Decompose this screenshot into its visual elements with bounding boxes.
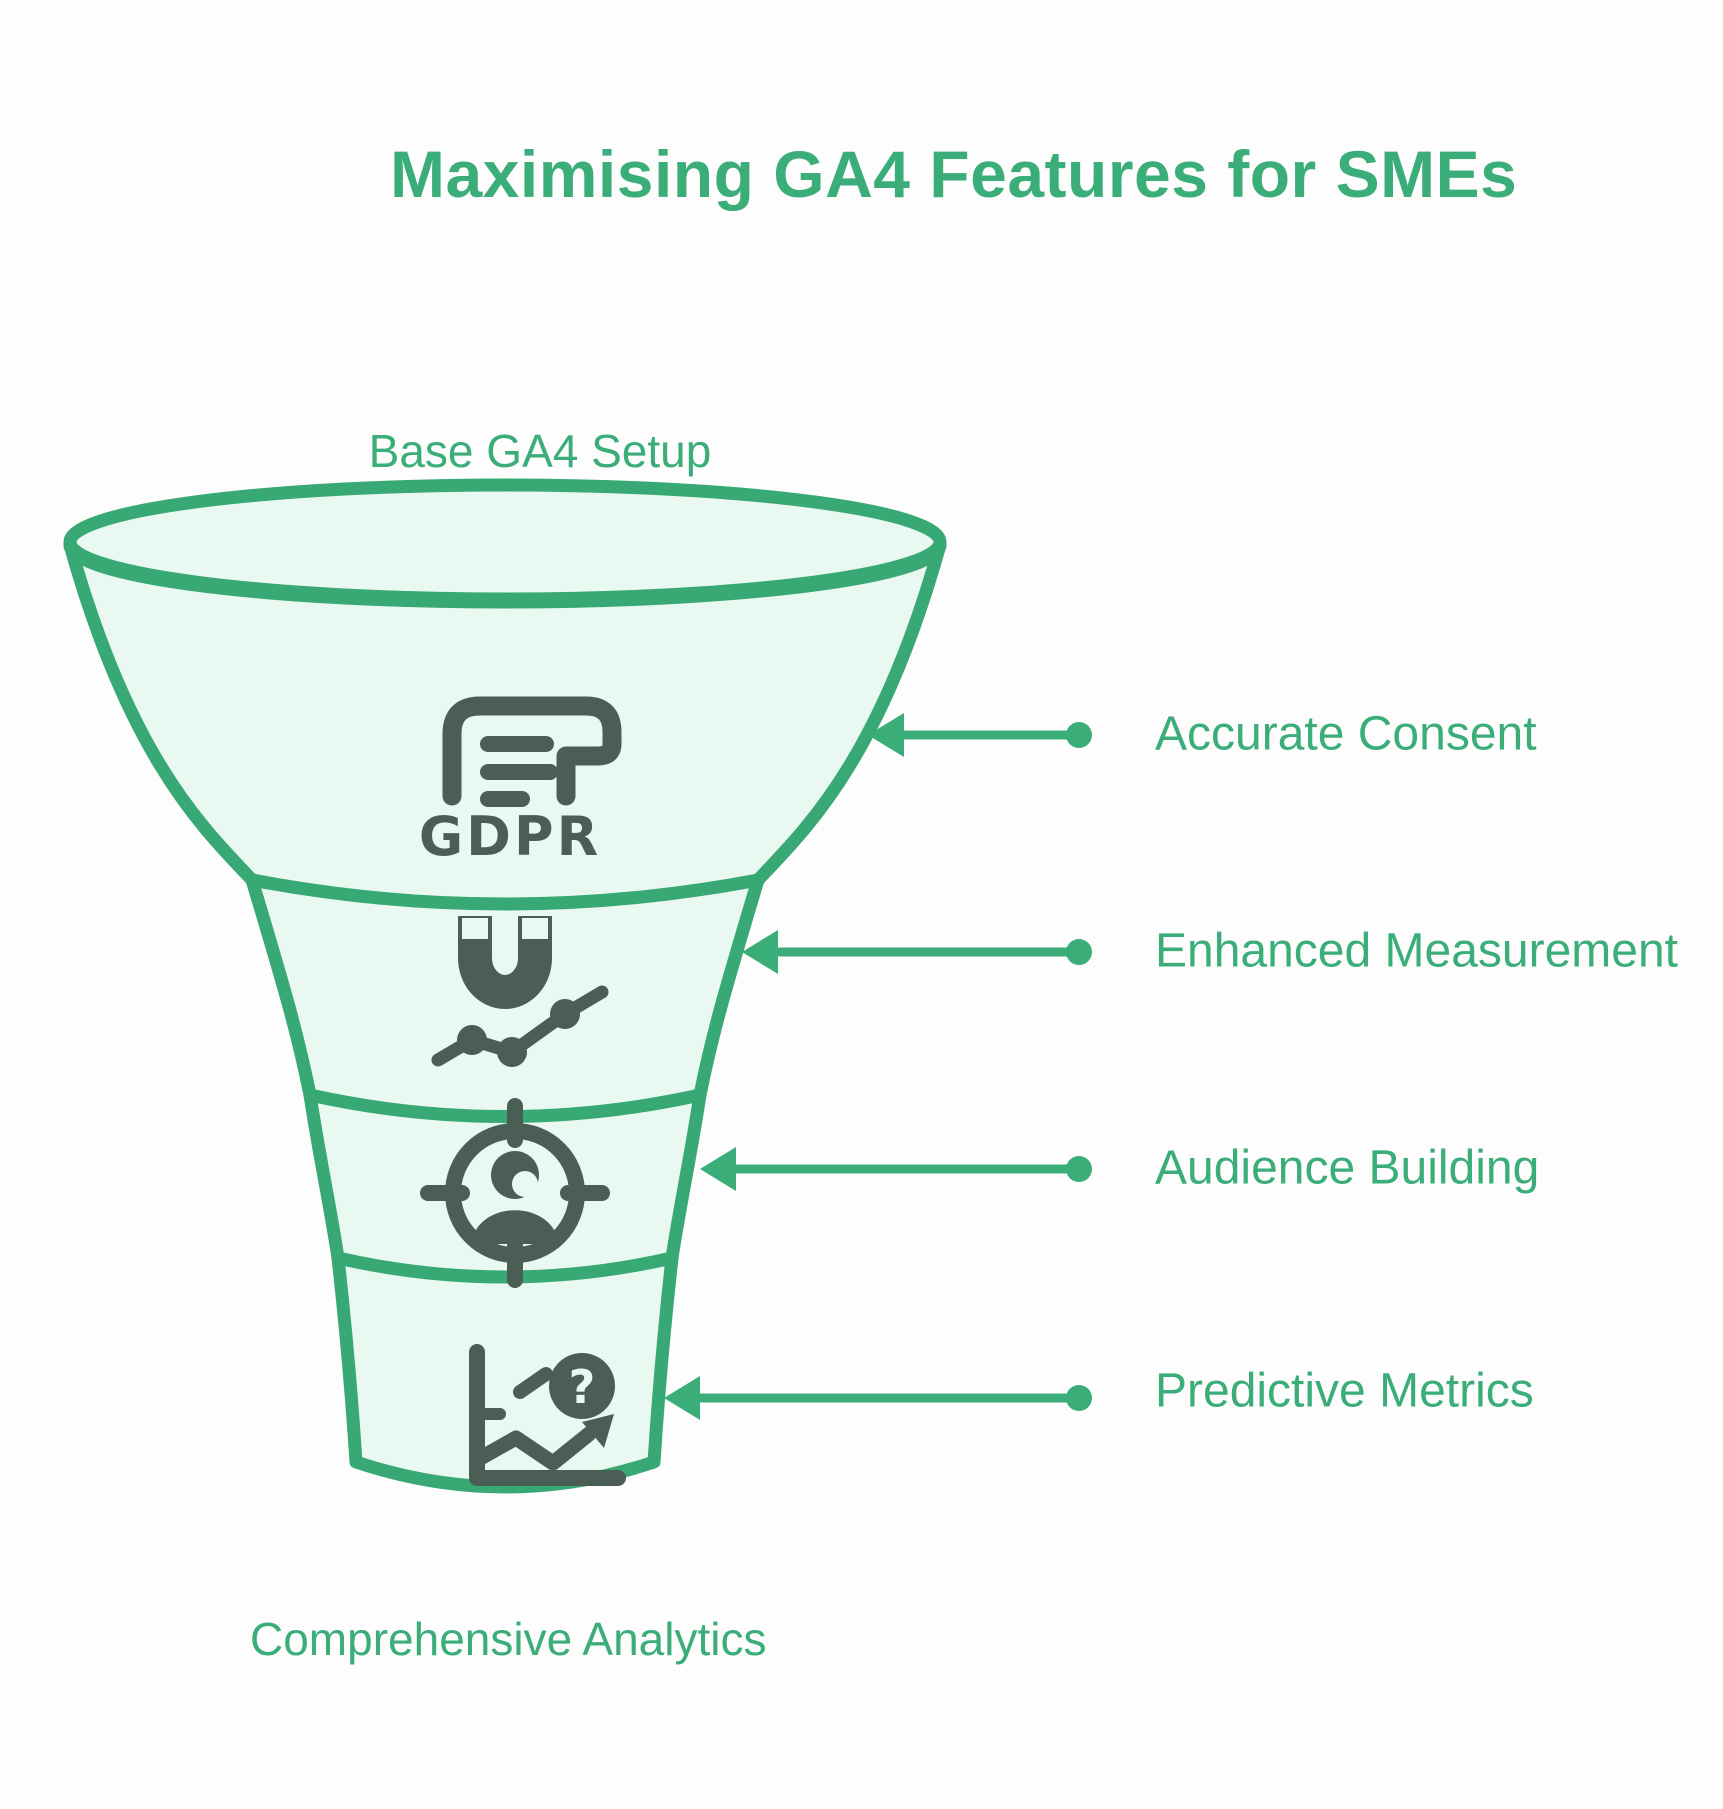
svg-text:?: ?: [569, 1360, 596, 1414]
gdpr-document-icon: GDPR: [419, 696, 622, 868]
arrow-dot: [1066, 722, 1092, 748]
connector-arrow-2: [742, 930, 1092, 974]
audience-target-icon: [420, 1098, 610, 1288]
connector-arrow-4: [664, 1376, 1092, 1420]
stage-label-enhanced-measurement: Enhanced Measurement: [1155, 924, 1678, 978]
stage-connector-arrows: [664, 713, 1092, 1420]
stage-label-accurate-consent: Accurate Consent: [1155, 707, 1537, 761]
question-mark-icon: ?: [549, 1353, 615, 1419]
connector-arrow-3: [700, 1147, 1092, 1191]
arrow-dot: [1066, 1156, 1092, 1182]
page-title: Maximising GA4 Features for SMEs: [390, 137, 1518, 211]
magnet-trend-icon: [431, 916, 609, 1067]
funnel-separator: [331, 1251, 679, 1284]
predictive-chart-icon: ?: [469, 1344, 626, 1486]
gdpr-icon-text: GDPR: [419, 805, 601, 868]
arrow-dot: [1066, 939, 1092, 965]
stage-label-audience-building: Audience Building: [1155, 1141, 1540, 1195]
arrow-dot: [1066, 1385, 1092, 1411]
funnel-top-label: Base GA4 Setup: [368, 425, 712, 477]
funnel-separator: [303, 1088, 707, 1123]
stage-label-predictive-metrics: Predictive Metrics: [1155, 1364, 1534, 1418]
funnel-body: [63, 478, 947, 1494]
funnel-separator: [245, 873, 765, 911]
connector-arrow-1: [868, 713, 1092, 757]
funnel-bottom-label: Comprehensive Analytics: [250, 1613, 767, 1665]
funnel-top-ellipse: [63, 478, 947, 606]
